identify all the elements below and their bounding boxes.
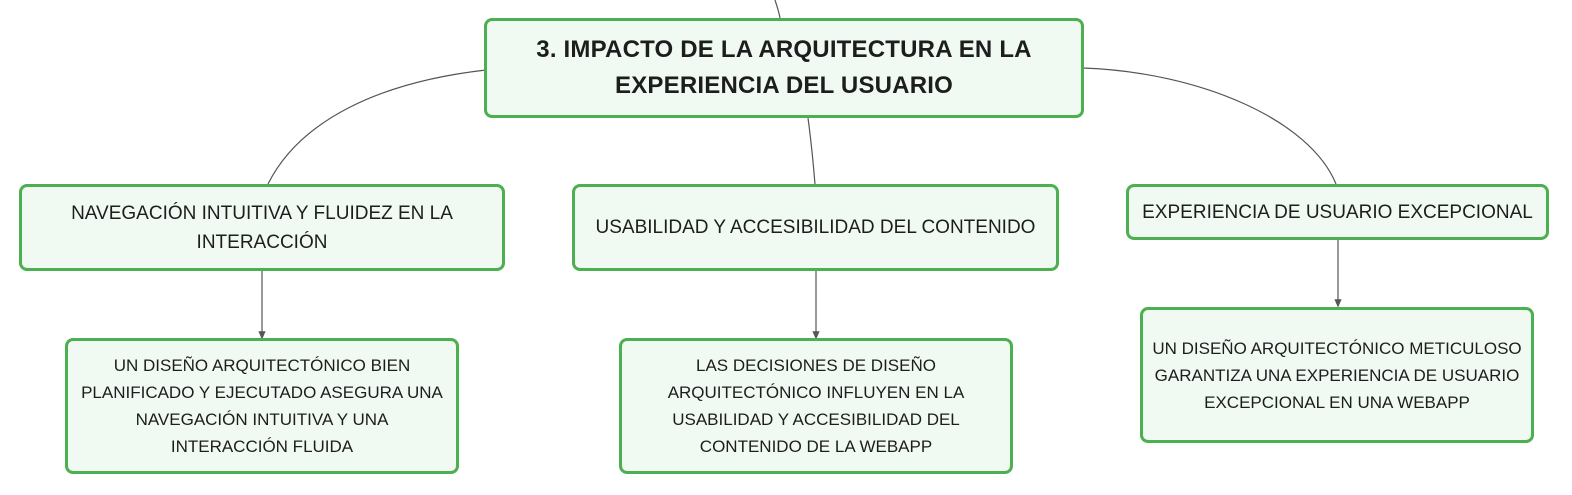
branch-node-experiencia[interactable]: EXPERIENCIA DE USUARIO EXCEPCIONAL	[1126, 184, 1549, 240]
branch-node-label: NAVEGACIÓN INTUITIVA Y FLUIDEZ EN LA INT…	[71, 202, 453, 253]
root-topic-label: 3. IMPACTO DE LA ARQUITECTURA EN LA EXPE…	[536, 36, 1032, 99]
root-topic-node[interactable]: 3. IMPACTO DE LA ARQUITECTURA EN LA EXPE…	[484, 18, 1084, 118]
branch-node-label: USABILIDAD Y ACCESIBILIDAD DEL CONTENIDO	[595, 217, 1036, 238]
incoming-connector	[774, 0, 781, 19]
connector-root-to-branch-3	[1082, 67, 1337, 185]
branch-node-navegacion[interactable]: NAVEGACIÓN INTUITIVA Y FLUIDEZ EN LA INT…	[19, 184, 505, 271]
child-node-text: UN DISEÑO ARQUITECTÓNICO METICULOSO GARA…	[1152, 338, 1522, 412]
child-node-text: LAS DECISIONES DE DISEÑO ARQUITECTÓNICO …	[667, 356, 965, 456]
branch-node-usabilidad[interactable]: USABILIDAD Y ACCESIBILIDAD DEL CONTENIDO	[572, 184, 1059, 271]
child-node-experiencia[interactable]: UN DISEÑO ARQUITECTÓNICO METICULOSO GARA…	[1140, 307, 1534, 443]
connector-root-to-branch-2	[807, 117, 816, 185]
child-node-usabilidad[interactable]: LAS DECISIONES DE DISEÑO ARQUITECTÓNICO …	[619, 338, 1013, 474]
branch-node-label: EXPERIENCIA DE USUARIO EXCEPCIONAL	[1142, 201, 1533, 223]
child-node-text: UN DISEÑO ARQUITECTÓNICO BIEN PLANIFICAD…	[81, 356, 443, 456]
connector-root-to-branch-1	[267, 69, 487, 185]
child-node-navegacion[interactable]: UN DISEÑO ARQUITECTÓNICO BIEN PLANIFICAD…	[65, 338, 459, 474]
